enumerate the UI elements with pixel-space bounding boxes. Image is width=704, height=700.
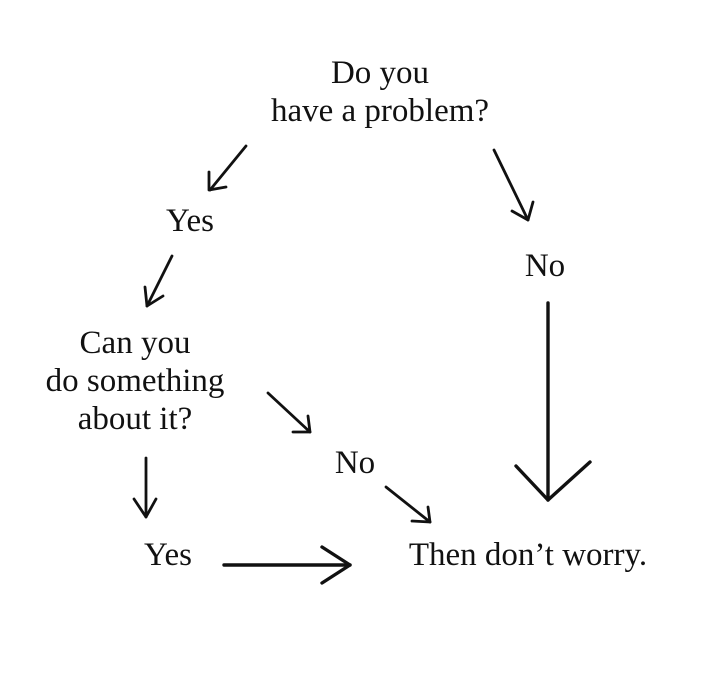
second-question-line-1: Can you [79, 325, 191, 361]
arrow-no-to-outcome-long [514, 301, 592, 502]
no-middle-label: No [334, 445, 376, 481]
arrow-yes-to-outcome [222, 545, 352, 585]
arrow-yes-to-question [143, 254, 174, 308]
arrow-no-to-outcome-short [384, 485, 432, 524]
no-top-label: No [524, 248, 566, 284]
arrow-question-to-yes [132, 456, 158, 519]
yes-top-label: Yes [165, 203, 215, 239]
yes-bottom-label: Yes [143, 537, 193, 573]
second-question-line-3: about it? [77, 401, 193, 437]
start-question-node: Do you have a problem? [230, 54, 530, 130]
arrow-start-to-yes [207, 144, 248, 192]
start-question-line-1: Do you [330, 55, 430, 91]
arrow-start-to-no [492, 148, 535, 222]
second-question-node: Can you do something about it? [10, 324, 260, 438]
start-question-line-2: have a problem? [270, 93, 490, 129]
outcome-node: Then don’t worry. [408, 537, 648, 573]
second-question-line-2: do something [45, 363, 225, 399]
arrow-question-to-no [266, 391, 312, 434]
